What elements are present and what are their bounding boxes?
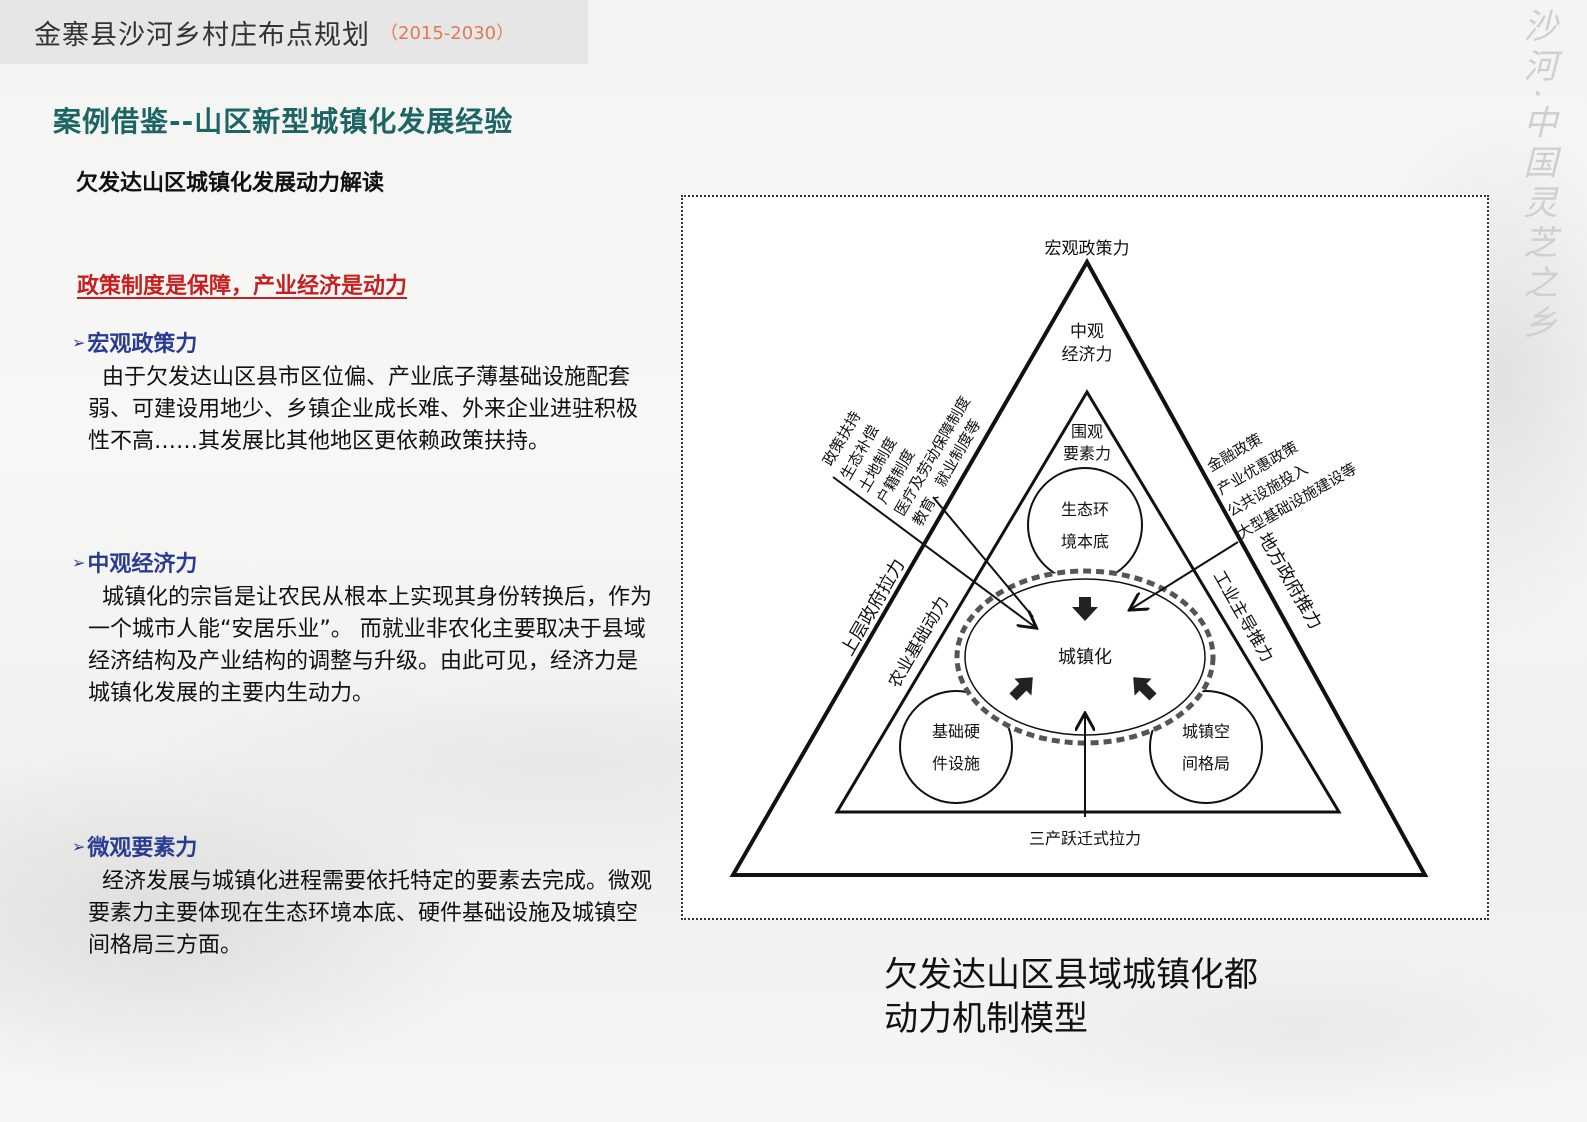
left-policy-list: 政策扶持 生态补偿 土地制度 户籍制度 医疗及劳动保障制度 教育、就业制度等 — [819, 393, 985, 529]
circle-ecology-label-2: 境本底 — [1061, 532, 1109, 551]
right-policy-arrow — [1131, 541, 1239, 609]
section-heading-text: 宏观政策力 — [87, 332, 198, 357]
circle-infrastructure-label-2: 件设施 — [932, 754, 980, 773]
right-policy-list: 金融政策 产业优惠政策 公共设施投入 大型基础设施建设等 — [1204, 430, 1360, 543]
diagram-inner-label-1: 围观 — [1071, 422, 1103, 441]
arrow-upleft-icon — [1133, 677, 1157, 701]
center-urbanization: 城镇化 — [1058, 647, 1112, 668]
left-policy-arrow — [832, 476, 1035, 627]
caption-line-1: 欠发达山区县域城镇化都 — [884, 955, 1258, 995]
circle-spatial-label-1: 城镇空 — [1182, 722, 1230, 741]
section-heading-text: 中观经济力 — [87, 552, 198, 577]
bullet-arrow-icon: ➢ — [72, 332, 86, 352]
diagram-bottom-label: 三产跃迁式拉力 — [1029, 829, 1141, 848]
diagram-caption: 欠发达山区县域城镇化都 动力机制模型 — [884, 953, 1258, 1041]
section-body: 由于欠发达山区县市区位偏、产业底子薄基础设施配套弱、可建设用地少、乡镇企业成长难… — [88, 365, 639, 454]
arrow-down-icon — [1072, 597, 1098, 621]
caption-line-2: 动力机制模型 — [884, 999, 1088, 1039]
section-meso-economy: ➢ 中观经济力 城镇化的宗旨是让农民从根本上实现其身份转换后，作为一个城市人能“… — [72, 546, 652, 710]
circle-spatial-label-2: 间格局 — [1182, 754, 1230, 773]
section-macro-policy: ➢ 宏观政策力 由于欠发达山区县市区位偏、产业底子薄基础设施配套弱、可建设用地少… — [72, 326, 652, 458]
section-heading: ➢ 微观要素力 — [72, 830, 652, 862]
diagram-middle-label-2: 经济力 — [1062, 345, 1113, 365]
diagram-middle-label-1: 中观 — [1070, 322, 1104, 342]
section-micro-factors: ➢ 微观要素力 经济发展与城镇化进程需要依托特定的要素去完成。微观要素力主要体现… — [72, 830, 652, 962]
circle-infrastructure — [899, 690, 1013, 804]
circle-ecology-label-1: 生态环 — [1061, 500, 1109, 519]
section-body: 城镇化的宗旨是让农民从根本上实现其身份转换后，作为一个城市人能“安居乐业”。 而… — [88, 585, 653, 706]
bullet-arrow-icon: ➢ — [72, 836, 86, 856]
section-title: 案例借鉴--山区新型城镇化发展经验 — [53, 105, 514, 138]
key-point: 政策制度是保障，产业经济是动力 — [77, 274, 408, 299]
header-bar: 金寨县沙河乡村庄布点规划 （2015-2030） — [0, 0, 588, 64]
mid-policy-arrow — [932, 496, 1034, 618]
section-heading: ➢ 中观经济力 — [72, 546, 652, 578]
plan-years: （2015-2030） — [380, 23, 515, 44]
outer-triangle — [729, 257, 1429, 877]
diagram-inner-label-2: 要素力 — [1063, 444, 1111, 463]
vertical-brand-calligraphy: 沙河·中国灵芝之乡 — [1517, 8, 1557, 345]
diagram-top-label: 宏观政策力 — [1045, 239, 1130, 259]
section-body: 经济发展与城镇化进程需要依托特定的要素去完成。微观要素力主要体现在生态环境本底、… — [88, 869, 653, 958]
circle-infrastructure-label-1: 基础硬 — [932, 722, 980, 741]
arrow-upright-icon — [1009, 677, 1033, 701]
section-heading: ➢ 宏观政策力 — [72, 326, 652, 358]
subtitle: 欠发达山区城镇化发展动力解读 — [76, 171, 385, 196]
circle-ecology — [1027, 467, 1143, 583]
section-heading-text: 微观要素力 — [87, 836, 198, 861]
dynamic-mechanism-diagram: 宏观政策力 中观 经济力 围观 要素力 生态环 境本底 基础硬 件设施 城镇空 … — [681, 195, 1489, 920]
document-title: 金寨县沙河乡村庄布点规划 — [34, 19, 370, 51]
bullet-arrow-icon: ➢ — [72, 552, 86, 572]
left-outer-label: 上层政府拉力 — [837, 555, 909, 659]
inner-triangle — [834, 389, 1342, 814]
circle-spatial-pattern — [1149, 690, 1263, 804]
